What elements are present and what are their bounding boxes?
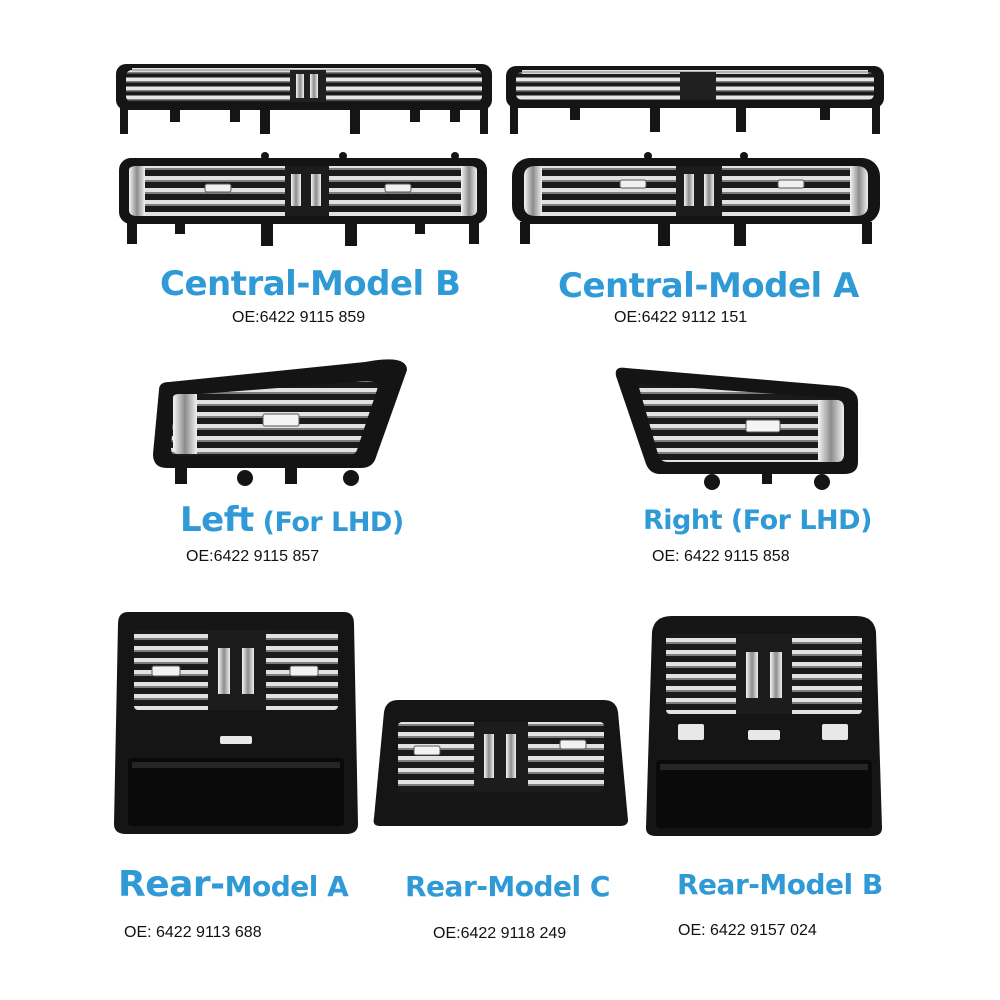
central-b-vent-top-image — [116, 64, 492, 134]
rear-a-oe-number: OE: 6422 9113 688 — [124, 924, 262, 941]
central-a-title: Central-Model A — [558, 266, 859, 306]
left-oe-number: OE:6422 9115 857 — [186, 548, 320, 565]
rear-a-title-sub: Model A — [224, 870, 349, 903]
left-title: Left (For LHD) — [180, 500, 404, 540]
rear-a-title-main: Rear- — [118, 864, 225, 905]
central-b-oe-number: OE:6422 9115 859 — [232, 309, 366, 326]
right-title: Right (For LHD) — [643, 505, 872, 536]
right-vent-image — [615, 367, 858, 490]
left-vent-image — [153, 359, 407, 486]
rear-b-title: Rear-Model B — [677, 868, 883, 901]
central-b-title: Central-Model B — [160, 264, 461, 304]
rear-c-oe-number: OE:6422 9118 249 — [433, 925, 567, 942]
right-oe-number: OE: 6422 9115 858 — [652, 548, 790, 565]
rear-b-oe-number: OE: 6422 9157 024 — [678, 922, 817, 939]
central-a-vent-front-image — [512, 152, 880, 246]
rear-a-title: Rear-Model A — [118, 864, 349, 905]
central-a-oe-number: OE:6422 9112 151 — [614, 309, 748, 326]
rear-c-title: Rear-Model C — [405, 870, 610, 903]
rear-a-vent-image — [114, 612, 358, 834]
central-b-vent-front-image — [119, 152, 487, 246]
central-a-vent-top-image — [506, 66, 884, 134]
left-title-sub: (For LHD) — [253, 507, 405, 538]
rear-b-vent-image — [646, 616, 882, 836]
left-title-main: Left — [180, 500, 254, 540]
rear-c-vent-image — [373, 700, 628, 826]
